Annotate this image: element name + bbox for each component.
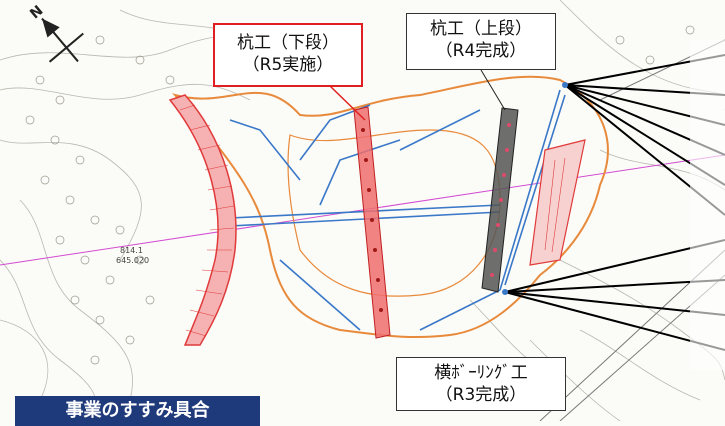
lower-pile-leader xyxy=(329,85,366,121)
boring-origin-lower xyxy=(502,289,508,295)
north-arrow-icon: N xyxy=(27,3,84,63)
lower-pile-title: 杭工（下段） xyxy=(237,33,339,53)
boring-origin-upper xyxy=(562,82,568,88)
lower-pile-callout: 杭工（下段） （R5実施） xyxy=(213,23,363,87)
retaining-wall xyxy=(168,94,237,346)
slide-outline-inner xyxy=(287,129,501,297)
lower-pile-band xyxy=(353,106,391,339)
elevation-label-1: 814.1 xyxy=(120,246,143,255)
upper-pile-title: 杭工（上段） xyxy=(430,19,532,39)
upper-pile-callout: 杭工（上段） （R4完成） xyxy=(406,13,556,70)
right-legend-area xyxy=(690,40,725,370)
upper-pile-status: （R4完成） xyxy=(435,41,527,61)
slide-outline xyxy=(172,75,609,339)
vegetation-marks xyxy=(25,25,695,365)
boring-callout: 横ﾎﾞｰﾘﾝｸﾞ工 （R3完成） xyxy=(396,357,566,411)
elevation-label-2: 645.020 xyxy=(116,256,150,265)
progress-banner: 事業のすすみ具合 xyxy=(15,396,260,426)
upper-pile-band xyxy=(481,107,519,293)
right-retaining-structure xyxy=(529,139,586,266)
upper-pile-leader xyxy=(480,69,506,111)
lower-pile-status: （R5実施） xyxy=(242,55,334,75)
boring-status: （R3完成） xyxy=(435,385,527,405)
boring-title: 横ﾎﾞｰﾘﾝｸﾞ工 xyxy=(434,363,528,383)
